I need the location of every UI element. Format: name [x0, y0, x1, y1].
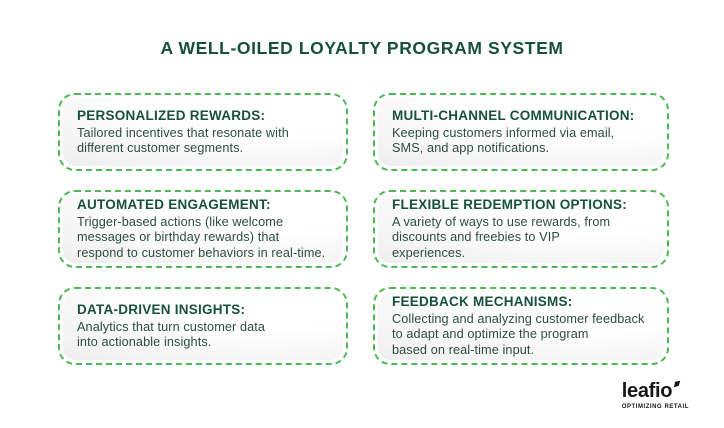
card-inner: AUTOMATED ENGAGEMENT: Trigger-based acti…	[63, 195, 343, 263]
leafio-wordmark-row: leafio	[621, 380, 681, 402]
card-inner: PERSONALIZED REWARDS: Tailored incentive…	[63, 98, 343, 166]
card-inner: FEEDBACK MECHANISMS: Collecting and anal…	[378, 292, 664, 360]
card-body: A variety of ways to use rewards, from d…	[392, 214, 611, 260]
card-personalized-rewards: PERSONALIZED REWARDS: Tailored incentive…	[58, 93, 348, 171]
leafio-wordmark: leafio	[621, 380, 673, 402]
card-body: Collecting and analyzing customer feedba…	[392, 311, 645, 357]
card-data-driven-insights: DATA-DRIVEN INSIGHTS: Analytics that tur…	[58, 287, 348, 365]
card-inner: MULTI-CHANNEL COMMUNICATION: Keeping cus…	[378, 98, 664, 166]
feature-cards-grid: PERSONALIZED REWARDS: Tailored incentive…	[58, 93, 669, 365]
card-heading: FLEXIBLE REDEMPTION OPTIONS:	[392, 196, 628, 212]
card-heading: PERSONALIZED REWARDS:	[77, 107, 266, 123]
card-body: Tailored incentives that resonate with d…	[77, 125, 289, 156]
card-heading: FEEDBACK MECHANISMS:	[392, 293, 573, 309]
card-heading: DATA-DRIVEN INSIGHTS:	[77, 301, 246, 317]
card-inner: DATA-DRIVEN INSIGHTS: Analytics that tur…	[63, 292, 343, 360]
card-body: Keeping customers informed via email, SM…	[392, 125, 615, 156]
card-body: Trigger-based actions (like welcome mess…	[77, 214, 326, 260]
page-title: A WELL-OILED LOYALTY PROGRAM SYSTEM	[160, 38, 564, 58]
card-multi-channel-communication: MULTI-CHANNEL COMMUNICATION: Keeping cus…	[373, 93, 669, 171]
leafio-logo: leafio OPTIMIZING RETAIL	[621, 380, 689, 410]
card-automated-engagement: AUTOMATED ENGAGEMENT: Trigger-based acti…	[58, 190, 348, 268]
card-body: Analytics that turn customer data into a…	[77, 319, 266, 350]
card-feedback-mechanisms: FEEDBACK MECHANISMS: Collecting and anal…	[373, 287, 669, 365]
leaf-mark-icon	[674, 380, 681, 388]
card-heading: MULTI-CHANNEL COMMUNICATION:	[392, 107, 635, 123]
leafio-tagline: OPTIMIZING RETAIL	[621, 404, 689, 410]
card-heading: AUTOMATED ENGAGEMENT:	[77, 196, 271, 212]
card-flexible-redemption-options: FLEXIBLE REDEMPTION OPTIONS: A variety o…	[373, 190, 669, 268]
card-inner: FLEXIBLE REDEMPTION OPTIONS: A variety o…	[378, 195, 664, 263]
